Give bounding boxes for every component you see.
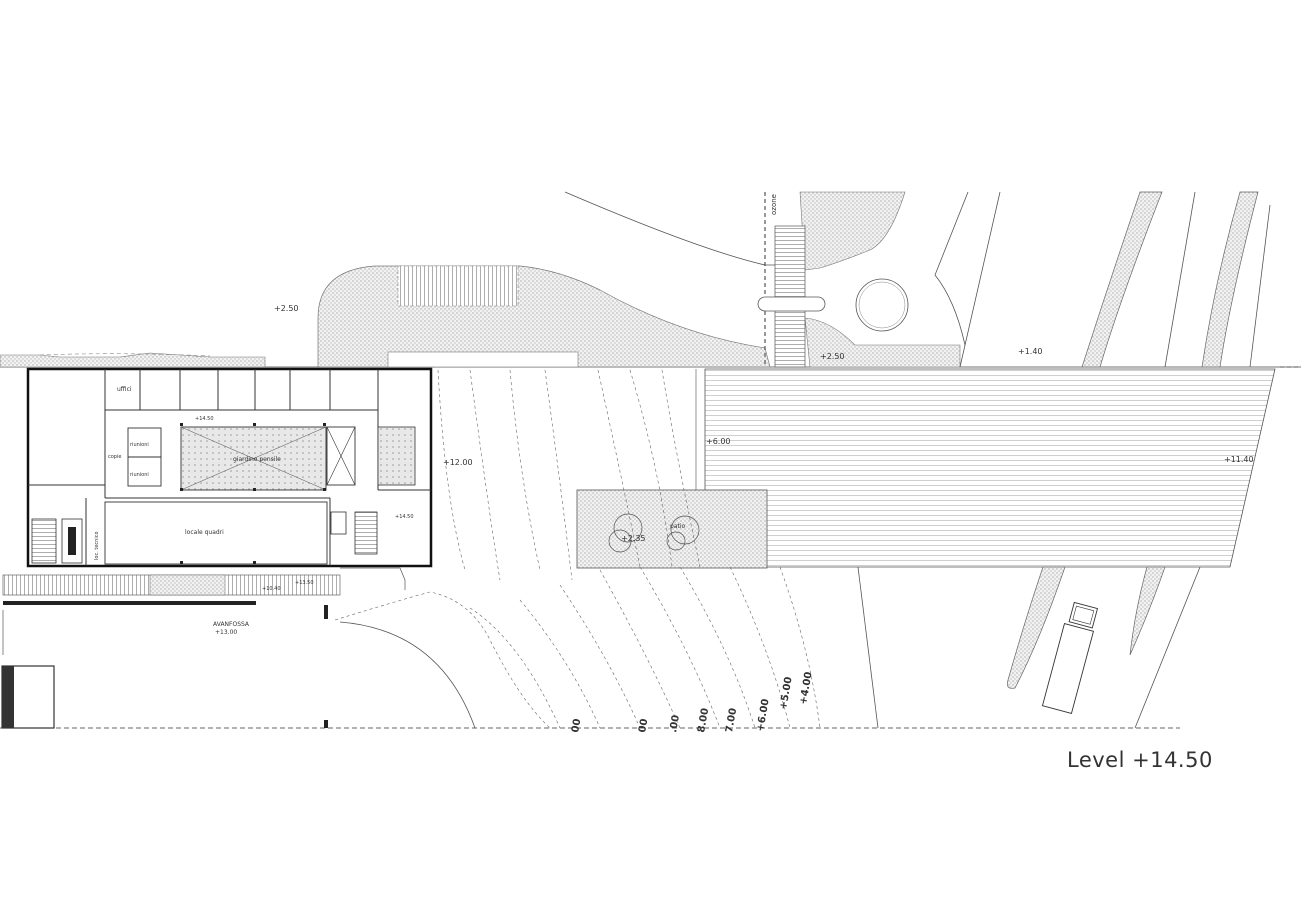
road-line-a [934, 191, 969, 346]
diagonal-strip-1 [1081, 191, 1163, 368]
bridge-slot [757, 296, 826, 312]
contour-label-400: +4.00 [798, 671, 815, 706]
label-235: +2.35 [621, 534, 646, 543]
label-loc-tecnico: loc. tecnico [94, 531, 100, 560]
left-bar [3, 601, 256, 605]
contour-label-600b: +6.00 [755, 698, 772, 733]
diagonal-line-2 [1249, 204, 1271, 368]
left-terrace-strip [0, 352, 266, 368]
stair-left [31, 518, 57, 564]
diagonal-line-4 [857, 566, 879, 729]
lower-ramp [340, 567, 406, 590]
label-1140: +11.40 [1224, 455, 1254, 464]
patio-tree-3 [670, 515, 700, 545]
diagonal-line-3 [1134, 566, 1201, 729]
road-edge [564, 191, 775, 266]
diagonal-strip-4 [1129, 566, 1166, 656]
patio-tree-2 [608, 529, 632, 553]
bridge-strip [774, 225, 806, 368]
label-patio: patio [670, 523, 686, 530]
level-title: Level +14.50 [1067, 748, 1213, 772]
label-avanfossa: AVANFOSSA [213, 621, 250, 628]
label-uffici: uffici [117, 386, 132, 393]
contour-label-500: +5.00 [778, 676, 795, 711]
roundabout-inner [858, 281, 906, 329]
avanfossa-arc [339, 621, 476, 729]
label-1450a: +14.50 [195, 416, 214, 422]
roundabout-paving-lower [804, 317, 961, 368]
column-b [324, 720, 328, 728]
patio-tree-4 [666, 531, 686, 551]
roof-garden-x2 [180, 426, 327, 491]
label-1450b: +14.50 [395, 514, 414, 520]
label-600: +6.00 [706, 437, 731, 446]
diagonal-strip-2 [1201, 191, 1259, 368]
label-140: +1.40 [1018, 347, 1043, 356]
hatched-block [377, 426, 416, 486]
diagonal-strip-3 [1006, 566, 1066, 689]
office-partitions [28, 369, 431, 566]
roundabout-circle [855, 278, 909, 332]
contour-label-800: 8.00 [696, 707, 711, 733]
wc-block [330, 511, 347, 535]
label-250-right: +2.50 [820, 352, 845, 361]
plaza-entrance [387, 351, 579, 368]
contour-label-1100: 00 [570, 718, 583, 734]
vehicle [1041, 601, 1099, 715]
lower-left-block-fill [2, 666, 14, 728]
contour-lines [334, 369, 821, 729]
road-line-b [959, 191, 1001, 368]
contour-label-700: 7.00 [724, 707, 739, 733]
lift-x2 [326, 426, 356, 486]
electrical-room [104, 501, 328, 565]
patio [576, 489, 768, 569]
label-1200: +12.00 [443, 458, 473, 467]
label-250-left: +2.50 [274, 304, 299, 313]
diagonal-line-1 [1164, 191, 1196, 368]
label-1300: +13.00 [215, 629, 237, 636]
label-copie: copie [108, 454, 121, 460]
column-a [324, 605, 328, 619]
contour-label-1000: 00 [637, 718, 650, 734]
patio-tree-1 [613, 513, 643, 543]
lower-stair-hatch [149, 574, 226, 596]
label-riunioni-2: riunioni [130, 472, 149, 478]
strip-label: ozone [770, 194, 778, 215]
label-locale-quadri: locale quadri [185, 529, 224, 536]
roundabout-paving [799, 191, 906, 271]
left-terrace-dash [39, 353, 211, 357]
label-1040: +10.40 [262, 586, 281, 592]
label-giardino: giardino pensile [233, 456, 281, 463]
building-columns [180, 423, 326, 564]
plaza-stair [397, 265, 519, 307]
stair-core-fill [68, 527, 76, 555]
hatched-terrace [704, 368, 1276, 568]
stair-right [354, 511, 378, 555]
label-1350: +13.50 [295, 580, 314, 586]
contour-label-900: .00 [668, 714, 682, 733]
label-riunioni-1: riunioni [130, 442, 149, 448]
